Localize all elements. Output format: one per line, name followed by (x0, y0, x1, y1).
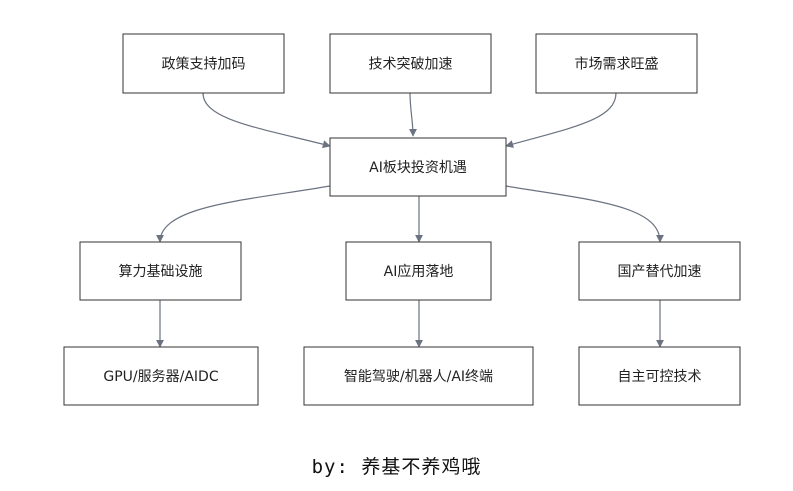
node-app-detail: 智能驾驶/机器人/AI终端 (303, 346, 534, 406)
node-infra: 算力基础设施 (79, 241, 242, 301)
edge-core-to-domestic (505, 185, 664, 243)
edge-core-to-infra (156, 185, 331, 243)
node-app-label: AI应用落地 (384, 263, 454, 280)
node-market-label: 市场需求旺盛 (575, 56, 659, 73)
node-infra-detail-label: GPU/服务器/AIDC (103, 369, 218, 385)
node-app: AI应用落地 (345, 241, 492, 301)
node-domestic-detail-label: 自主可控技术 (618, 369, 702, 385)
edge-tech-to-core (408, 92, 417, 137)
node-core: AI板块投资机遇 (329, 137, 507, 197)
node-domestic-label: 国产替代加速 (618, 264, 702, 280)
author-credit: by: 养基不养鸡哦 (311, 456, 482, 478)
node-domestic: 国产替代加速 (578, 241, 741, 301)
edge-policy-to-core (202, 92, 331, 149)
node-tech: 技术突破加速 (329, 33, 492, 94)
node-infra-label: 算力基础设施 (119, 263, 203, 280)
node-policy: 政策支持加码 (122, 33, 285, 94)
node-app-detail-label: 智能驾驶/机器人/AI终端 (344, 369, 493, 385)
node-domestic-detail: 自主可控技术 (578, 346, 741, 406)
edge-market-to-core (505, 92, 617, 148)
node-infra-detail: GPU/服务器/AIDC (63, 346, 259, 406)
node-core-label: AI板块投资机遇 (369, 160, 467, 176)
node-policy-label: 政策支持加码 (162, 56, 246, 73)
node-tech-label: 技术突破加速 (369, 57, 453, 73)
node-market: 市场需求旺盛 (535, 33, 698, 94)
